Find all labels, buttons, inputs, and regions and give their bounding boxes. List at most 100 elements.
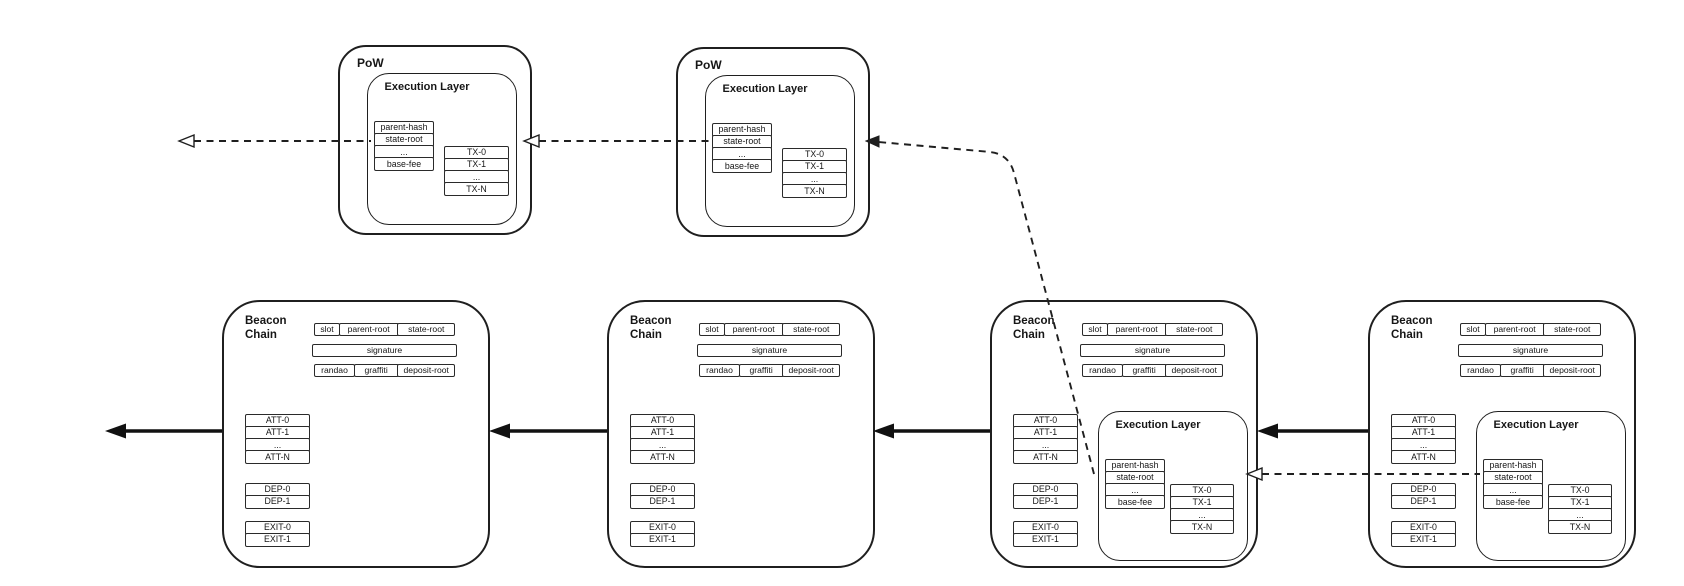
field-base-fee: base-fee — [1483, 495, 1543, 509]
att-row: ATT-N — [1013, 450, 1078, 464]
field-randao: randao — [699, 364, 740, 377]
field-state-root: state-root — [782, 323, 841, 336]
execution-layer-fields: parent-hash state-root ... base-fee — [374, 121, 434, 171]
tx-row: TX-N — [1170, 520, 1234, 534]
beacon-meta-row: randao graffiti deposit-root — [1460, 364, 1602, 377]
execution-layer-fields: parent-hash state-root ... base-fee — [1483, 459, 1543, 509]
beacon-signature-row: signature — [1458, 344, 1603, 357]
beacon-chain-block-4: Beacon Chain slot parent-root state-root… — [1368, 300, 1636, 568]
field-deposit-root: deposit-root — [1543, 364, 1602, 377]
field-parent-root: parent-root — [338, 323, 399, 336]
attestation-list: ATT-0 ATT-1 ... ATT-N — [1013, 414, 1078, 464]
dep-row: DEP-1 — [1013, 495, 1078, 509]
dep-row: DEP-1 — [630, 495, 695, 509]
field-graffiti: graffiti — [1499, 364, 1545, 377]
execution-layer-fields: parent-hash state-root ... base-fee — [1105, 459, 1165, 509]
transaction-list: TX-0 TX-1 ... TX-N — [1170, 484, 1234, 534]
field-signature: signature — [697, 344, 842, 357]
beacon-meta-row: randao graffiti deposit-root — [699, 364, 841, 377]
field-state-root: state-root — [1165, 323, 1224, 336]
field-deposit-root: deposit-root — [782, 364, 841, 377]
field-state-root: state-root — [397, 323, 456, 336]
exit-list: EXIT-0 EXIT-1 — [1391, 521, 1456, 547]
field-slot: slot — [699, 323, 725, 336]
field-state-root: state-root — [1543, 323, 1602, 336]
transaction-list: TX-0 TX-1 ... TX-N — [782, 148, 847, 198]
field-parent-hash: parent-hash — [1105, 459, 1165, 473]
execution-layer-box: Execution Layer parent-hash state-root .… — [1098, 411, 1248, 561]
deposit-list: DEP-0 DEP-1 — [1391, 483, 1456, 509]
field-randao: randao — [1082, 364, 1123, 377]
field-slot: slot — [1082, 323, 1108, 336]
dep-row: DEP-1 — [245, 495, 310, 509]
beacon-chain-block-1: Beacon Chain slot parent-root state-root… — [222, 300, 490, 568]
att-row: ATT-N — [245, 450, 310, 464]
beacon-chain-title: Beacon Chain — [1391, 315, 1433, 341]
attestation-list: ATT-0 ATT-1 ... ATT-N — [1391, 414, 1456, 464]
beacon-parent-link-arrow-2 — [489, 423, 607, 439]
exit-list: EXIT-0 EXIT-1 — [1013, 521, 1078, 547]
pow-title: PoW — [357, 56, 384, 70]
field-signature: signature — [1458, 344, 1603, 357]
exit-row: EXIT-1 — [630, 533, 695, 547]
pow-block-2: PoW Execution Layer parent-hash state-ro… — [676, 47, 870, 237]
field-parent-root: parent-root — [1484, 323, 1545, 336]
deposit-list: DEP-0 DEP-1 — [245, 483, 310, 509]
beacon-signature-row: signature — [697, 344, 842, 357]
tx-row: TX-N — [782, 184, 847, 198]
execution-layer-title: Execution Layer — [384, 81, 470, 93]
tx-row: TX-N — [1548, 520, 1612, 534]
beacon-signature-row: signature — [1080, 344, 1225, 357]
exit-row: EXIT-1 — [1391, 533, 1456, 547]
tx-row: TX-N — [444, 182, 509, 196]
field-base-fee: base-fee — [374, 157, 434, 171]
deposit-list: DEP-0 DEP-1 — [630, 483, 695, 509]
field-graffiti: graffiti — [1121, 364, 1167, 377]
beacon-chain-title: Beacon Chain — [630, 315, 672, 341]
beacon-chain-block-2: Beacon Chain slot parent-root state-root… — [607, 300, 875, 568]
deposit-list: DEP-0 DEP-1 — [1013, 483, 1078, 509]
transaction-list: TX-0 TX-1 ... TX-N — [444, 146, 509, 196]
field-base-fee: base-fee — [712, 159, 772, 173]
att-row: ... — [630, 438, 695, 452]
beacon-parent-link-arrow-1 — [105, 423, 222, 439]
beacon-parent-link-arrow-3 — [873, 423, 990, 439]
field-graffiti: graffiti — [738, 364, 784, 377]
exit-row: EXIT-1 — [1013, 533, 1078, 547]
exit-row: EXIT-1 — [245, 533, 310, 547]
field-signature: signature — [312, 344, 457, 357]
beacon-meta-row: randao graffiti deposit-root — [314, 364, 456, 377]
execution-layer-box: Execution Layer parent-hash state-root .… — [1476, 411, 1626, 561]
execution-layer-title: Execution Layer — [1115, 419, 1201, 431]
execution-layer-box: Execution Layer parent-hash state-root .… — [705, 75, 855, 227]
attestation-list: ATT-0 ATT-1 ... ATT-N — [245, 414, 310, 464]
transaction-list: TX-0 TX-1 ... TX-N — [1548, 484, 1612, 534]
field-slot: slot — [314, 323, 340, 336]
beacon-header-row: slot parent-root state-root — [314, 323, 456, 336]
att-row: ATT-0 — [245, 414, 310, 428]
attestation-list: ATT-0 ATT-1 ... ATT-N — [630, 414, 695, 464]
field-slot: slot — [1460, 323, 1486, 336]
beacon-header-row: slot parent-root state-root — [1082, 323, 1224, 336]
field-randao: randao — [314, 364, 355, 377]
beacon-parent-link-arrow-4 — [1257, 423, 1368, 439]
exit-list: EXIT-0 EXIT-1 — [630, 521, 695, 547]
beacon-chain-title: Beacon Chain — [245, 315, 287, 341]
att-row: ATT-N — [1391, 450, 1456, 464]
execution-layer-fields: parent-hash state-root ... base-fee — [712, 123, 772, 173]
beacon-header-row: slot parent-root state-root — [699, 323, 841, 336]
att-row: ATT-N — [630, 450, 695, 464]
beacon-signature-row: signature — [312, 344, 457, 357]
beacon-header-row: slot parent-root state-root — [1460, 323, 1602, 336]
beacon-meta-row: randao graffiti deposit-root — [1082, 364, 1224, 377]
dep-row: DEP-1 — [1391, 495, 1456, 509]
beacon-chain-title: Beacon Chain — [1013, 315, 1055, 341]
pow-block-1: PoW Execution Layer parent-hash state-ro… — [338, 45, 532, 235]
beacon-chain-block-3: Beacon Chain slot parent-root state-root… — [990, 300, 1258, 568]
field-base-fee: base-fee — [1105, 495, 1165, 509]
execution-layer-title: Execution Layer — [1493, 419, 1579, 431]
field-randao: randao — [1460, 364, 1501, 377]
field-graffiti: graffiti — [353, 364, 399, 377]
field-signature: signature — [1080, 344, 1225, 357]
